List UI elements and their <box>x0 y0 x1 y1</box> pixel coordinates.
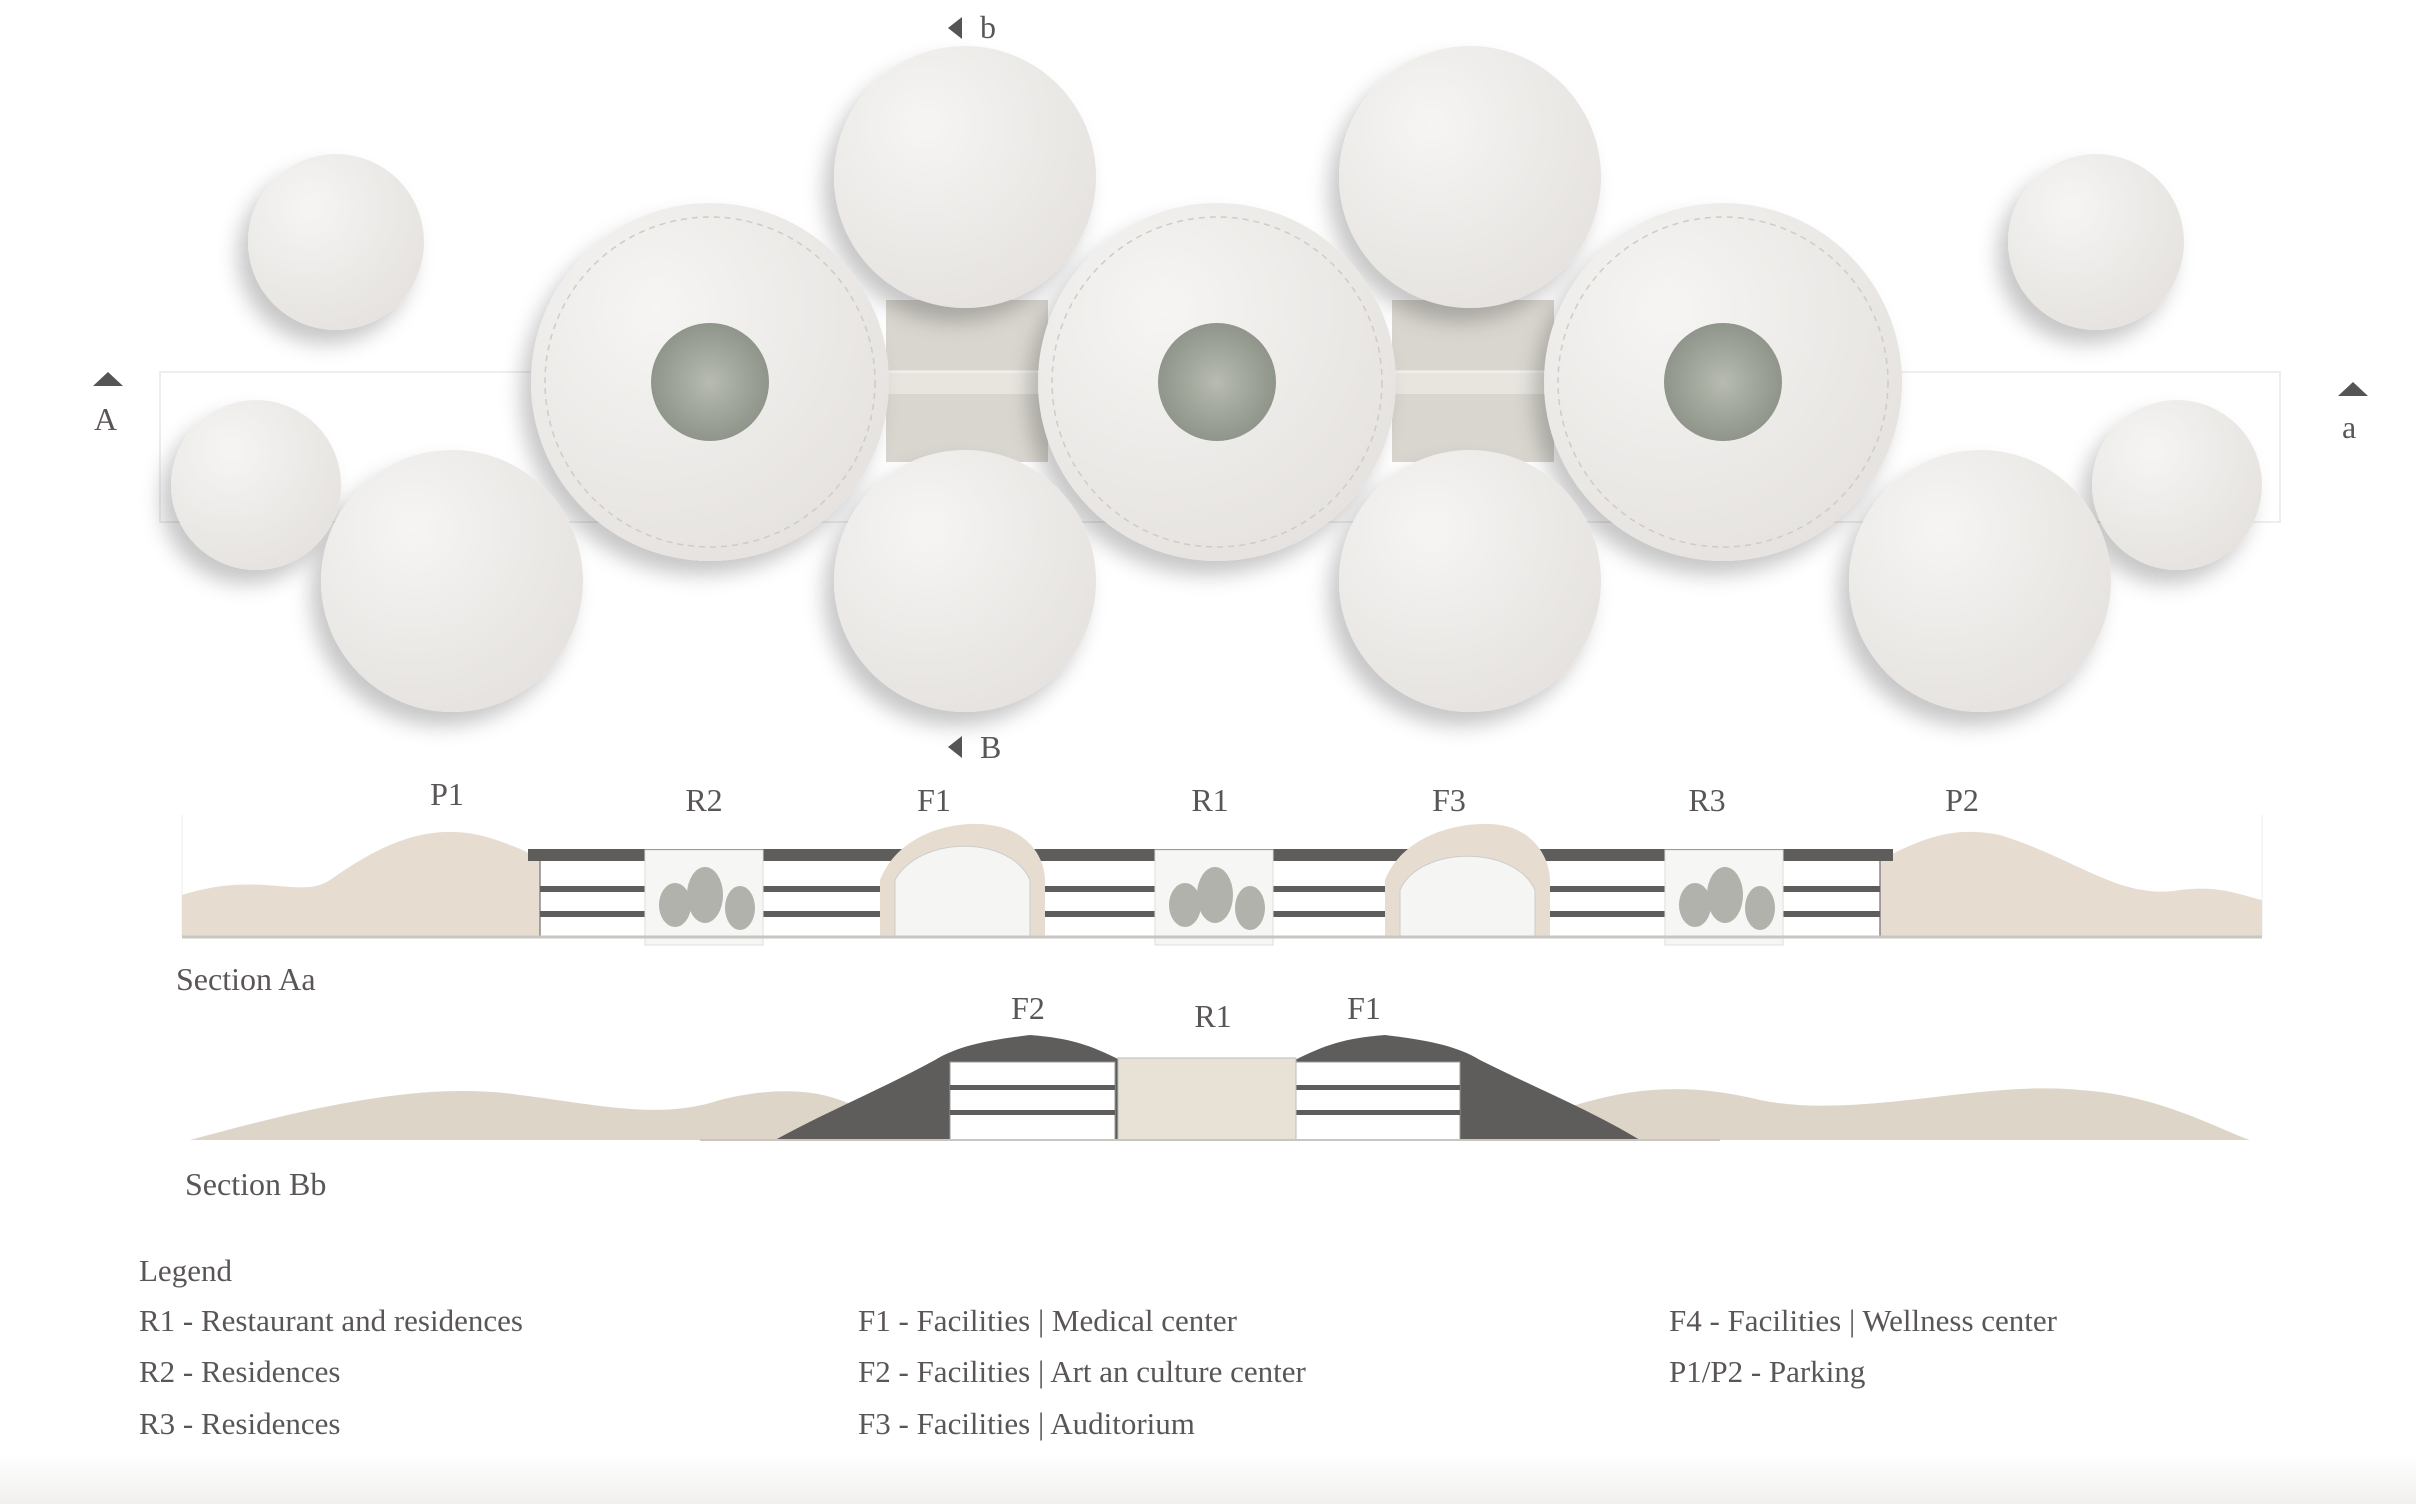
legend-item: F3 - Facilities | Auditorium <box>858 1406 1195 1441</box>
section-marker-icon <box>93 372 123 386</box>
section-marker-icon <box>948 736 962 758</box>
section-aa: P1 R2 F1 R1 F3 R3 P2 Section Aa <box>176 776 2263 997</box>
label-f1: F1 <box>1347 990 1381 1026</box>
dune-right <box>1560 1088 2250 1140</box>
roof-top-2 <box>1339 46 1601 308</box>
marker-a: a <box>2342 409 2356 445</box>
label-p1: P1 <box>430 776 464 812</box>
section-marker-icon <box>948 17 962 39</box>
courtyard <box>651 323 769 441</box>
roof-small-top-left <box>248 154 424 330</box>
roof-bottom-1 <box>834 450 1096 712</box>
plan-view: b B A a <box>93 9 2368 765</box>
bottom-fade <box>0 1454 2416 1504</box>
legend-item: R1 - Restaurant and residences <box>139 1303 523 1338</box>
legend-item: F2 - Facilities | Art an culture center <box>858 1354 1306 1389</box>
roof-bottom-2 <box>1339 450 1601 712</box>
label-p2: P2 <box>1945 782 1979 818</box>
legend-item: P1/P2 - Parking <box>1669 1354 1865 1389</box>
tree-icon <box>659 867 1775 930</box>
roof-top-1 <box>834 46 1096 308</box>
legend-item: F1 - Facilities | Medical center <box>858 1303 1238 1338</box>
legend-item: F4 - Facilities | Wellness center <box>1669 1303 2058 1338</box>
roof-p1 <box>321 450 583 712</box>
roof-small-top-right <box>2008 154 2184 330</box>
legend-title: Legend <box>139 1253 232 1288</box>
courtyard <box>1158 323 1276 441</box>
label-r1: R1 <box>1191 782 1228 818</box>
marker-B: B <box>980 729 1001 765</box>
parking-mound-p2 <box>1880 831 2262 937</box>
section-bb: F2 R1 F1 Section Bb <box>185 990 2250 1202</box>
marker-A: A <box>94 401 117 437</box>
parking-mound-p1 <box>182 831 540 937</box>
courtyard <box>1664 323 1782 441</box>
label-f3: F3 <box>1432 782 1466 818</box>
legend: Legend R1 - Restaurant and residences R2… <box>139 1253 2058 1441</box>
roof-small-left <box>171 400 341 570</box>
atrium-r1 <box>1117 1057 1297 1141</box>
label-r2: R2 <box>685 782 722 818</box>
legend-item: R3 - Residences <box>139 1406 340 1441</box>
section-marker-icon <box>2338 382 2368 396</box>
label-f1: F1 <box>917 782 951 818</box>
roof-small-right <box>2092 400 2262 570</box>
label-r1: R1 <box>1194 998 1231 1034</box>
marker-b: b <box>980 9 996 45</box>
legend-item: R2 - Residences <box>139 1354 340 1389</box>
section-bb-title: Section Bb <box>185 1166 326 1202</box>
section-aa-title: Section Aa <box>176 961 316 997</box>
label-r3: R3 <box>1688 782 1725 818</box>
label-f2: F2 <box>1011 990 1045 1026</box>
dune-left <box>190 1091 860 1140</box>
roof-p2 <box>1849 450 2111 712</box>
